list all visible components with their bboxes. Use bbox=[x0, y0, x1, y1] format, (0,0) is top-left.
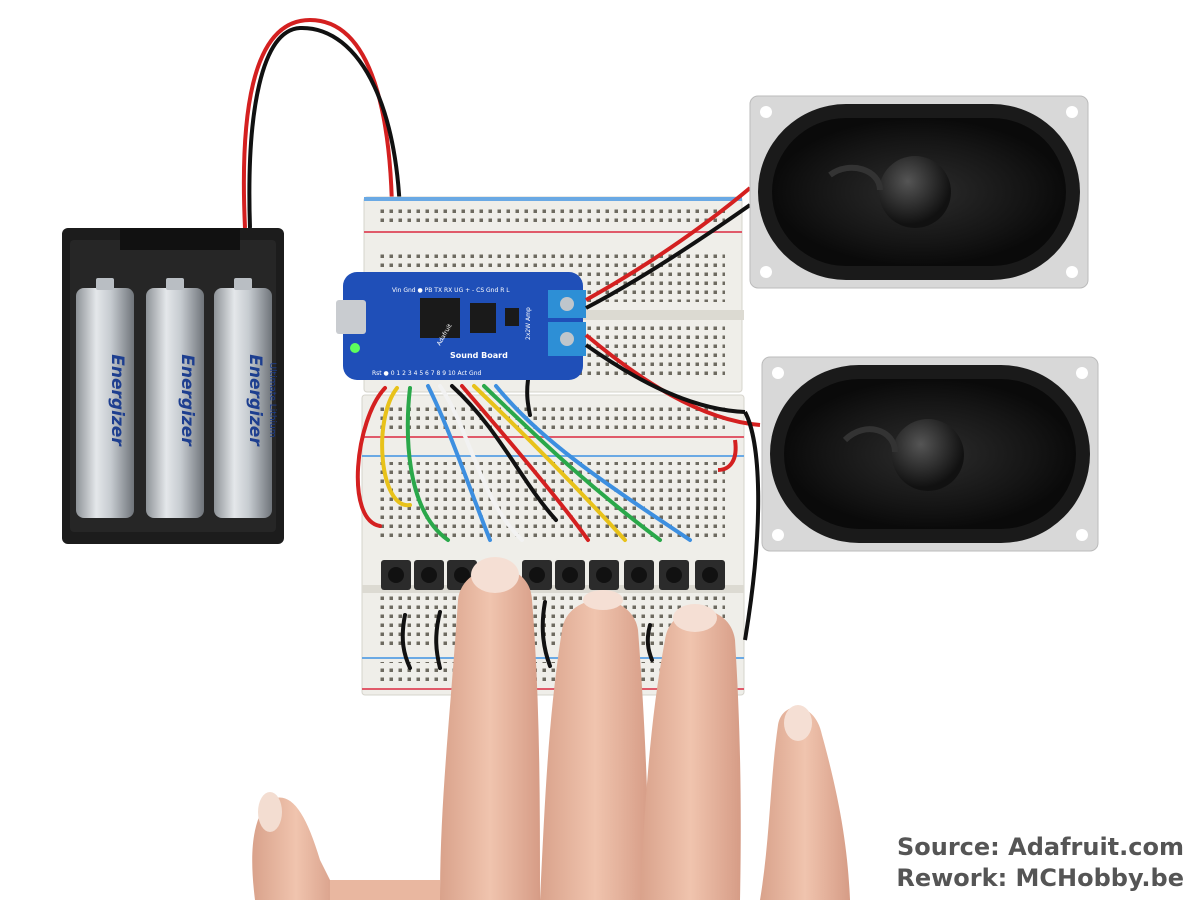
jumper-wires bbox=[355, 384, 692, 542]
amp-chip bbox=[470, 303, 496, 333]
battery-cell: Energizer bbox=[146, 278, 204, 518]
tactile-button bbox=[414, 560, 444, 590]
battery-model-label: Ultimate Lithium bbox=[267, 362, 277, 437]
speaker-top bbox=[749, 95, 1089, 289]
credit-rework: Rework: MCHobby.be bbox=[896, 864, 1184, 892]
battery-brand-label: Energizer bbox=[245, 354, 265, 447]
usb-connector bbox=[336, 300, 366, 334]
battery-holder: Energizer Energizer Energizer Ultimate L… bbox=[62, 228, 284, 544]
speaker-wires bbox=[584, 186, 761, 641]
battery-brand-label: Energizer bbox=[107, 354, 127, 447]
tactile-button bbox=[522, 560, 552, 590]
credit-source: Source: Adafruit.com bbox=[896, 833, 1184, 861]
board-title: Sound Board bbox=[450, 351, 508, 360]
top-pin-labels: Vin Gnd ● PB TX RX UG + - CS Gnd R L bbox=[392, 287, 510, 294]
battery-brand-label: Energizer bbox=[177, 354, 197, 447]
ground-jumpers bbox=[400, 378, 654, 670]
bottom-pin-labels: Rst ● 0 1 2 3 4 5 6 7 8 9 10 Act Gnd bbox=[372, 370, 481, 377]
tactile-button bbox=[555, 560, 585, 590]
tactile-button bbox=[695, 560, 725, 590]
tactile-button bbox=[589, 560, 619, 590]
speaker-bottom bbox=[761, 356, 1099, 552]
main-chip bbox=[420, 298, 460, 338]
tactile-buttons bbox=[381, 560, 725, 590]
tactile-button bbox=[624, 560, 654, 590]
tactile-button bbox=[381, 560, 411, 590]
power-led bbox=[350, 343, 360, 353]
amp-label: 2x2W Amp bbox=[525, 307, 532, 340]
tactile-button bbox=[659, 560, 689, 590]
battery-wires bbox=[241, 17, 403, 256]
battery-cell: Energizer bbox=[214, 278, 272, 518]
hand bbox=[252, 557, 850, 900]
battery-cell: Energizer bbox=[76, 278, 134, 518]
sound-board: Vin Gnd ● PB TX RX UG + - CS Gnd R L Rst… bbox=[336, 272, 586, 380]
